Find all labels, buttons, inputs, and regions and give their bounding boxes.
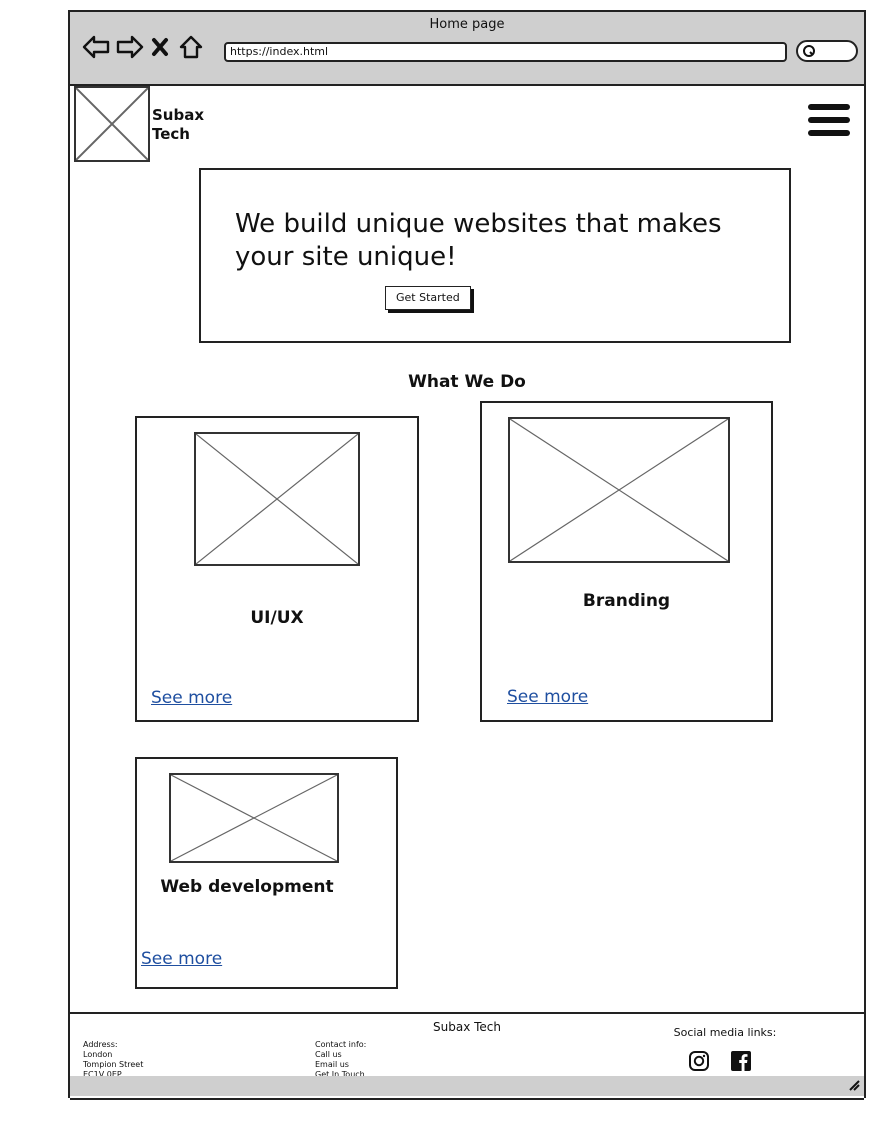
card-title: UI/UX <box>250 608 304 628</box>
get-in-touch-link[interactable]: Get In Touch <box>315 1070 365 1079</box>
logo-placeholder <box>74 86 150 162</box>
hero-banner: We build unique websites that makes your… <box>199 168 791 343</box>
service-card-web-development: Web development See more <box>135 757 398 989</box>
brand-name[interactable]: Subax Tech <box>152 106 232 144</box>
hero-headline: We build unique websites that makes your… <box>235 209 722 272</box>
back-arrow-icon[interactable] <box>82 34 110 60</box>
service-card-branding: Branding See more <box>480 401 773 722</box>
footer-contact: Contact info: Call us Email us Get In To… <box>315 1040 366 1080</box>
social-heading: Social media links: <box>673 1026 777 1039</box>
see-more-link[interactable]: See more <box>151 688 233 708</box>
brand-line-2: Tech <box>152 125 190 143</box>
footer-address: Address: London Tompion Street EC1V 0EP <box>83 1040 143 1080</box>
home-icon[interactable] <box>178 34 204 60</box>
email-us-link[interactable]: Email us <box>315 1060 349 1069</box>
resize-grip-icon[interactable] <box>846 1077 860 1094</box>
instagram-icon[interactable] <box>688 1050 710 1076</box>
service-card-uiux: UI/UX See more <box>135 416 419 722</box>
forward-arrow-icon[interactable] <box>116 34 144 60</box>
address-postcode: EC1V 0EP <box>83 1070 122 1079</box>
search-button[interactable] <box>796 40 858 62</box>
facebook-icon[interactable] <box>730 1050 752 1076</box>
address-bar[interactable]: https://index.html <box>224 42 787 62</box>
card-title: Branding <box>582 591 671 611</box>
window-title: Home page <box>429 17 505 32</box>
see-more-link[interactable]: See more <box>141 949 223 969</box>
hamburger-menu-icon[interactable] <box>808 104 850 140</box>
address-city: London <box>83 1050 113 1059</box>
call-us-link[interactable]: Call us <box>315 1050 342 1059</box>
see-more-link[interactable]: See more <box>507 687 589 707</box>
get-started-button[interactable]: Get Started <box>385 286 471 310</box>
browser-toolbar: Home page https://index.html <box>70 12 864 86</box>
address-label: Address: <box>83 1040 118 1049</box>
image-placeholder <box>169 773 339 863</box>
close-icon[interactable] <box>150 34 170 60</box>
image-placeholder <box>194 432 360 566</box>
status-bar <box>70 1076 864 1096</box>
browser-window: Home page https://index.html Subax Tech <box>68 10 866 1100</box>
search-icon <box>803 45 815 57</box>
card-title: Web development <box>160 877 334 897</box>
contact-label: Contact info: <box>315 1040 367 1049</box>
brand-line-1: Subax <box>152 106 205 124</box>
image-placeholder <box>508 417 730 563</box>
footer-title: Subax Tech <box>433 1020 501 1034</box>
services-heading: What We Do <box>408 372 526 392</box>
address-street: Tompion Street <box>83 1060 144 1069</box>
